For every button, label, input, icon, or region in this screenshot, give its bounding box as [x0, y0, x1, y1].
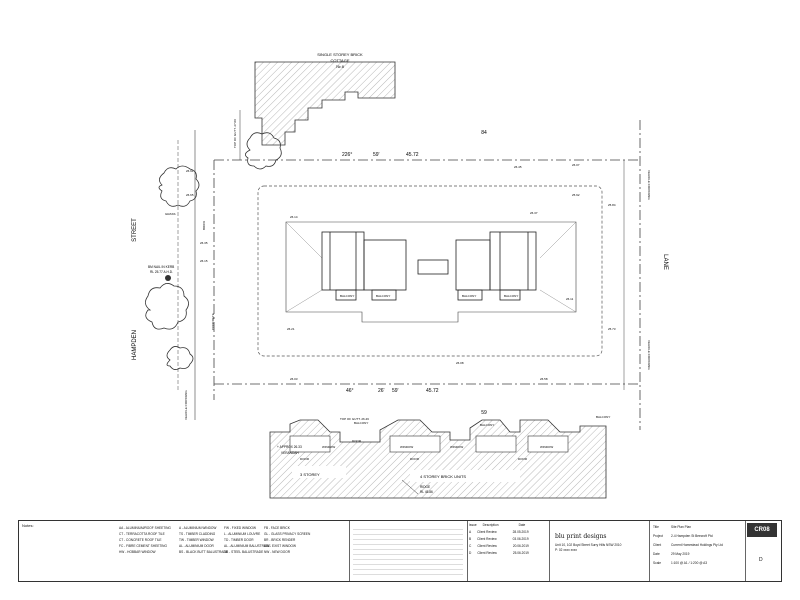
revision-letter: D	[759, 557, 763, 563]
lane-label: LANE	[662, 254, 668, 270]
cottage-label-2: COTTAGE	[330, 58, 349, 63]
dim-top-1: 226°	[342, 152, 352, 158]
dim-top-2: 59'	[373, 152, 380, 158]
svg-text:DOOR: DOOR	[352, 439, 362, 443]
svg-text:BALCONY: BALCONY	[340, 294, 354, 298]
legend-col-1: AA - ALUMINIUM/ROOF SHEETING CT - TERRAC…	[119, 526, 171, 554]
svg-text:BALCONY: BALCONY	[376, 294, 390, 298]
tree-group	[145, 132, 282, 370]
svg-text:26.91: 26.91	[186, 169, 194, 173]
top-of-gutter-south: TOP OF GUTT. 26.46	[340, 417, 369, 421]
cottage-label-3: № 8	[336, 64, 344, 69]
svg-text:VEHICLE CROSSING: VEHICLE CROSSING	[647, 170, 651, 200]
drawing-number: CR08	[747, 523, 777, 537]
verandah-label: VERANDAH	[281, 451, 299, 455]
svg-text:26.15: 26.15	[200, 259, 208, 263]
legend-col-2: A - ALUMINIUM WINDOW TS - TIMBER CLADDIN…	[179, 526, 228, 554]
svg-text:BALCONY: BALCONY	[462, 294, 476, 298]
svg-text:CONCRETE: CONCRETE	[211, 313, 215, 330]
dim-top-3: 45.72	[406, 152, 419, 158]
svg-text:VEHICLE CROSSING: VEHICLE CROSSING	[647, 340, 651, 370]
svg-text:26.58: 26.58	[540, 377, 548, 381]
svg-text:BALCONY: BALCONY	[354, 421, 368, 425]
svg-text:VEHICLE CROSSING: VEHICLE CROSSING	[184, 390, 188, 420]
building-footprint	[285, 221, 577, 323]
svg-text:WINDOW: WINDOW	[322, 445, 335, 449]
firm-address: Unit 10, 102 Boyd Street Surry Hills NSW…	[555, 543, 622, 547]
neighbour-cottage-north	[254, 61, 396, 146]
svg-text:26.45: 26.45	[514, 165, 522, 169]
svg-text:BALCONY: BALCONY	[596, 415, 610, 419]
svg-text:WINDOW: WINDOW	[540, 445, 553, 449]
svg-text:26.11: 26.11	[566, 297, 574, 301]
title-values: Site Plan Plan 2-4 Hampden St Beecroft P…	[671, 525, 723, 565]
svg-text:BALCONY: BALCONY	[504, 294, 518, 298]
dwelling-units	[321, 231, 537, 301]
dim-bottom-1: 46°	[346, 388, 354, 394]
hampden-label: HAMPDEN	[132, 330, 138, 360]
svg-text:26.35: 26.35	[200, 241, 208, 245]
svg-text:25.92: 25.92	[572, 193, 580, 197]
neighbour-buildings-south	[269, 419, 607, 499]
svg-text:BALCONY: BALCONY	[480, 423, 494, 427]
three-storey-label: 3 STOREY	[300, 472, 320, 477]
ridge-value: RL 45.86	[420, 490, 433, 494]
four-storey-label: 4 STOREY BRICK UNITS	[420, 474, 466, 479]
title-block: Notes: AA - ALUMINIUM/ROOF SHEETING CT -…	[18, 520, 782, 582]
approx-label: + APPROX 26.33	[277, 445, 302, 449]
svg-text:26.14: 26.14	[290, 215, 298, 219]
lot-number-north: 84	[481, 130, 487, 136]
cottage-label-1: SINGLE STOREY BRICK	[317, 52, 363, 57]
notes-label: Notes:	[22, 523, 34, 528]
svg-text:26.65: 26.65	[186, 193, 194, 197]
bm-value: RL 25.77 A.H.D.	[150, 270, 173, 274]
firm-name: blu print designs	[555, 533, 607, 540]
svg-text:26.07: 26.07	[572, 163, 580, 167]
bm-label: BM NAIL IN KERB	[148, 265, 174, 269]
svg-text:BRICK: BRICK	[202, 221, 206, 230]
top-of-gutter-north: TOP OF GUTT. 27.00	[233, 119, 237, 148]
svg-text:25.84: 25.84	[608, 203, 616, 207]
svg-text:DOOR: DOOR	[518, 457, 528, 461]
svg-text:DOOR: DOOR	[410, 457, 420, 461]
svg-text:GRASS: GRASS	[165, 212, 176, 216]
general-notes-block	[353, 525, 463, 577]
dim-bottom-2: 26'	[378, 388, 385, 394]
site-outline	[257, 185, 603, 357]
title-labels: Title Project Client Date Scale	[653, 525, 663, 565]
svg-text:26.37: 26.37	[530, 211, 538, 215]
svg-text:26.21: 26.21	[287, 327, 295, 331]
dim-bottom-3: 59'	[392, 388, 399, 394]
svg-text:DOOR: DOOR	[300, 457, 310, 461]
svg-text:WINDOW: WINDOW	[450, 445, 463, 449]
firm-contact: P: 02 xxxx xxxx	[555, 548, 577, 552]
street-label: STREET	[132, 218, 138, 242]
legend-col-3: FW - FIXED WINDOW L - ALUMINIUM LOUVRE T…	[224, 526, 271, 554]
lot-number-south: 59	[481, 410, 487, 416]
dim-bottom-4: 45.72	[426, 388, 439, 394]
svg-text:26.08: 26.08	[456, 361, 464, 365]
svg-text:25.73: 25.73	[608, 327, 616, 331]
legend-col-4: FB - FACE BRICK GL - GLASS PRIVACY SCREE…	[264, 526, 311, 554]
svg-text:26.03: 26.03	[290, 377, 298, 381]
ridge-label: RIDGE	[420, 485, 430, 489]
svg-text:WINDOW: WINDOW	[400, 445, 413, 449]
